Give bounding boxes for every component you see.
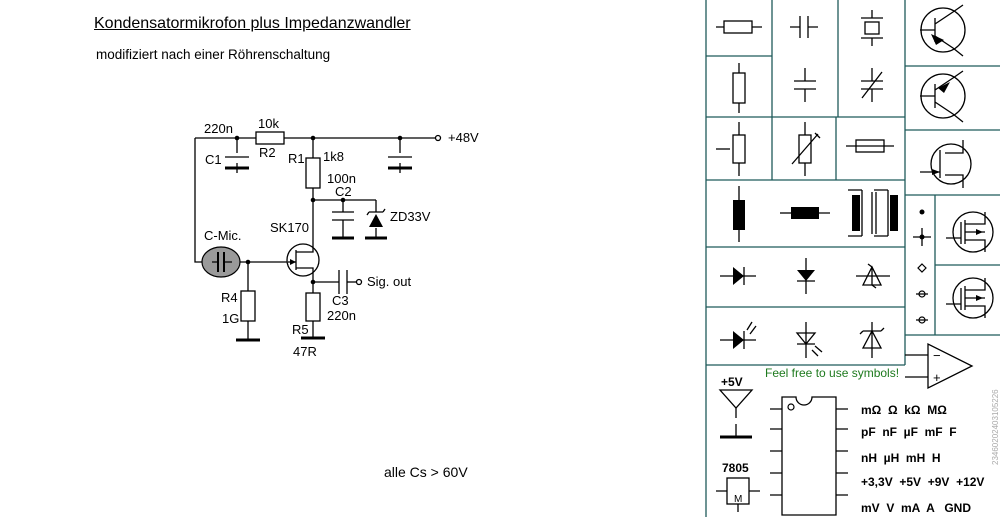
regulator-pin-label: M xyxy=(734,494,742,505)
free-symbols-text: Feel free to use symbols! xyxy=(765,366,899,380)
palette-id-watermark: 23460202403105226 xyxy=(991,389,1000,465)
plus5v-symbol-label: +5V xyxy=(721,375,743,389)
r1-name-label: R1 xyxy=(288,151,305,166)
page-subtitle: modifiziert nach einer Röhrenschaltung xyxy=(96,47,331,62)
r4-name-label: R4 xyxy=(221,290,238,305)
mic-label: C-Mic. xyxy=(204,228,242,243)
page-title: Kondensatormikrofon plus Impedanzwandler xyxy=(94,15,411,32)
svg-text:−: − xyxy=(933,348,941,363)
r2-name-label: R2 xyxy=(259,145,276,160)
c1-name-label: C1 xyxy=(205,152,222,167)
signal-out-label: Sig. out xyxy=(367,274,411,289)
units-capacitance: pF nF µF mF F xyxy=(861,425,957,439)
regulator-label: 7805 xyxy=(722,461,749,475)
c2-value-label: 100n xyxy=(327,171,356,186)
r5-name-label: R5 xyxy=(292,322,309,337)
fet-label: SK170 xyxy=(270,220,309,235)
supply-label: +48V xyxy=(448,130,479,145)
svg-text:+: + xyxy=(933,370,941,385)
units-resistance: mΩ Ω kΩ MΩ xyxy=(861,403,947,417)
c3-value-label: 220n xyxy=(327,308,356,323)
c3-name-label: C3 xyxy=(332,293,349,308)
c2-name-label: C2 xyxy=(335,184,352,199)
c1-value-label: 220n xyxy=(204,121,233,136)
r5-value-label: 47R xyxy=(293,344,317,359)
condenser-mic-symbol xyxy=(201,246,241,278)
r2-value-label: 10k xyxy=(258,116,279,131)
r4-value-label: 1G xyxy=(222,311,239,326)
units-voltage: +3,3V +5V +9V +12V xyxy=(861,475,984,489)
zener-label: ZD33V xyxy=(390,209,431,224)
units-inductance: nH µH mH H xyxy=(861,451,941,465)
r1-value-label: 1k8 xyxy=(323,149,344,164)
capacitor-voltage-note: alle Cs > 60V xyxy=(384,464,468,480)
units-electrical: mV V mA A GND xyxy=(861,501,971,515)
